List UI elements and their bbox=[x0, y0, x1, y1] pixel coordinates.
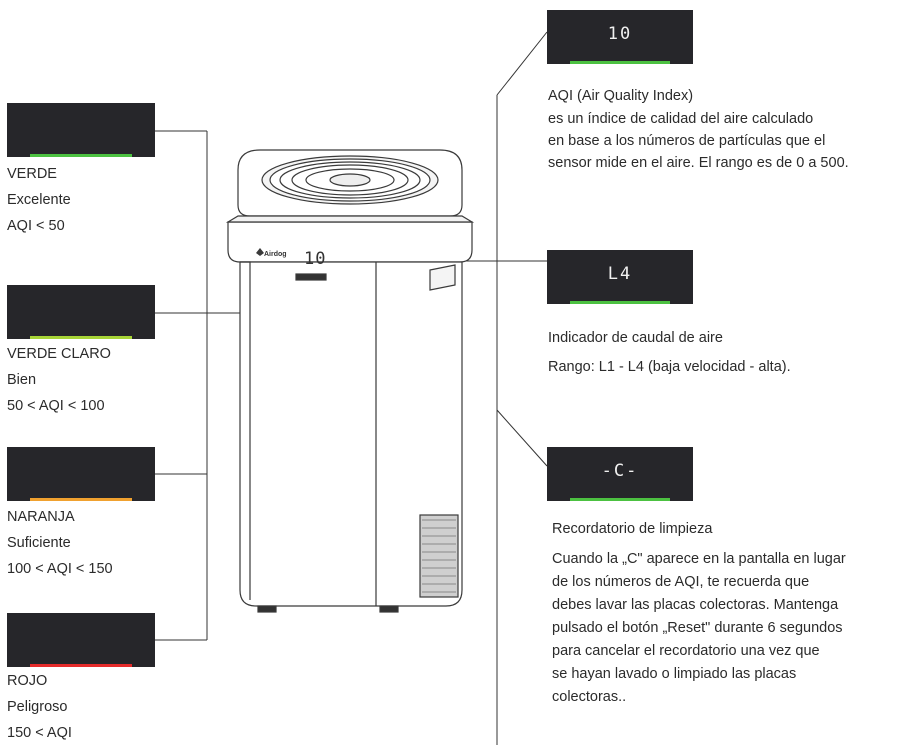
cleaning-title: Recordatorio de limpieza bbox=[552, 521, 713, 537]
aqi-desc-line: sensor mide en el aire. El rango es de 0… bbox=[548, 155, 849, 171]
cleaning-desc-line: se hayan lavado o limpiado las placas bbox=[552, 666, 797, 682]
display-panel-orange bbox=[7, 447, 155, 501]
display-panel-green bbox=[7, 103, 155, 157]
cleaning-desc-line: colectoras.. bbox=[552, 689, 627, 705]
device-brand-label: Airdog bbox=[264, 251, 287, 258]
level-quality: Bien bbox=[7, 372, 37, 388]
aqi-desc-line: en base a los números de partículas que … bbox=[548, 133, 826, 149]
level-quality: Peligroso bbox=[7, 699, 68, 715]
airflow-display-panel: L4 bbox=[547, 250, 693, 304]
airflow-display-value: L4 bbox=[607, 264, 633, 284]
level-range: AQI < 50 bbox=[7, 218, 65, 234]
strip-green bbox=[30, 154, 132, 157]
level-color-name: VERDE CLARO bbox=[7, 346, 111, 362]
cleaning-desc-line: pulsado el botón „Reset" durante 6 segun… bbox=[552, 620, 843, 636]
level-color-name: ROJO bbox=[7, 673, 48, 689]
aqi-title: AQI (Air Quality Index) bbox=[548, 88, 694, 104]
airflow-title: Indicador de caudal de aire bbox=[548, 330, 723, 346]
level-color-name: NARANJA bbox=[7, 509, 75, 525]
strip-green bbox=[570, 301, 670, 304]
display-panel-light-green bbox=[7, 285, 155, 339]
display-panel-red bbox=[7, 613, 155, 667]
aqi-display-value: 10 bbox=[607, 24, 633, 44]
cleaning-desc-line: para cancelar el recordatorio una vez qu… bbox=[552, 643, 820, 659]
level-range: 50 < AQI < 100 bbox=[7, 398, 105, 414]
aqi-desc-line: es un índice de calidad del aire calcula… bbox=[548, 111, 814, 127]
cleaning-desc-line: Cuando la „C" aparece en la pantalla en … bbox=[552, 551, 846, 567]
device-display-readout: 10 bbox=[304, 249, 327, 269]
airflow-range: Rango: L1 - L4 (baja velocidad - alta). bbox=[548, 359, 791, 375]
cleaning-desc-line: debes lavar las placas colectoras. Mante… bbox=[552, 597, 839, 613]
strip-green bbox=[570, 61, 670, 64]
air-purifier-illustration bbox=[225, 149, 475, 613]
cleaning-display-panel: -C- bbox=[547, 447, 693, 501]
cleaning-display-value: -C- bbox=[601, 461, 639, 481]
level-quality: Excelente bbox=[7, 192, 71, 208]
strip-green bbox=[570, 498, 670, 501]
strip-orange bbox=[30, 498, 132, 501]
cleaning-desc-line: de los números de AQI, te recuerda que bbox=[552, 574, 810, 590]
strip-red bbox=[30, 664, 132, 667]
level-color-name: VERDE bbox=[7, 166, 57, 182]
strip-light-green bbox=[30, 336, 132, 339]
aqi-display-panel: 10 bbox=[547, 10, 693, 64]
level-range: 150 < AQI bbox=[7, 725, 72, 741]
level-range: 100 < AQI < 150 bbox=[7, 561, 113, 577]
level-quality: Suficiente bbox=[7, 535, 71, 551]
